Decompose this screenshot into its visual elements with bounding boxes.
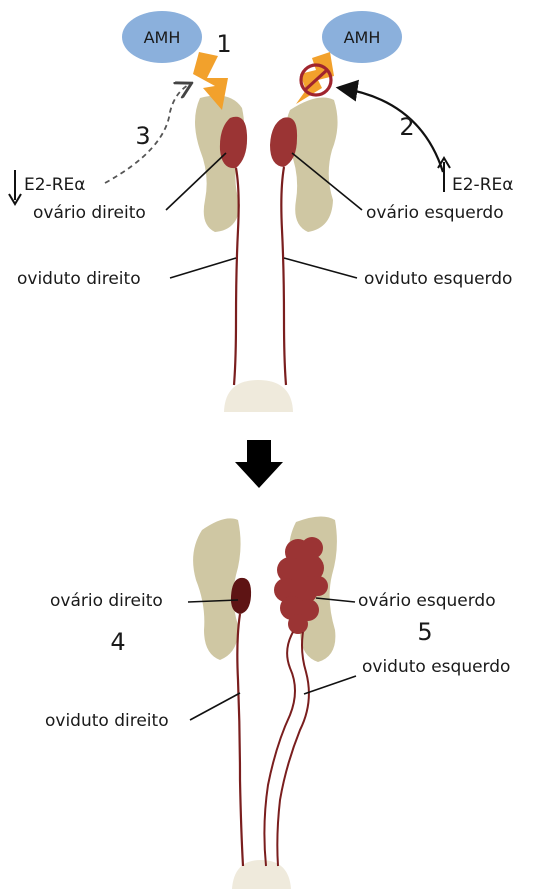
leader-oviduct-left-bottom	[304, 676, 356, 694]
cloaca-bottom	[232, 860, 291, 889]
oviduct-right-bottom	[237, 614, 243, 866]
top-panel: AMH AMH 1 2 3 E2-REα E2-REα	[9, 11, 513, 412]
ovary-right-bottom	[231, 578, 251, 614]
step-number-1: 1	[216, 30, 231, 58]
label-oviduct-left-top: oviduto esquerdo	[364, 269, 512, 289]
amh-label-right: AMH	[344, 28, 381, 47]
label-oviduct-right-bottom: oviduto direito	[45, 711, 169, 731]
label-ovary-left-bottom: ovário esquerdo	[358, 591, 496, 611]
arrow-2	[340, 88, 443, 172]
step-number-3: 3	[135, 122, 150, 150]
leader-oviduct-left-top	[284, 258, 357, 278]
ovary-left-top	[270, 117, 297, 167]
oviduct-left-top	[281, 167, 286, 385]
oviduct-left-bottom-inner	[277, 632, 309, 866]
step-number-4: 4	[110, 628, 125, 656]
label-oviduct-right-top: oviduto direito	[17, 269, 141, 289]
label-ovary-right-top: ovário direito	[33, 203, 146, 223]
step-number-2: 2	[399, 113, 414, 141]
e2-label-left: E2-REα	[24, 175, 85, 195]
e2-down-arrow-icon	[9, 170, 21, 204]
leader-oviduct-right-bottom	[190, 693, 240, 720]
amh-label-left: AMH	[144, 28, 181, 47]
label-ovary-left-top: ovário esquerdo	[366, 203, 504, 223]
mesonephros-left-top	[286, 98, 338, 232]
label-oviduct-left-bottom: oviduto esquerdo	[362, 657, 510, 677]
transition-arrow-icon	[235, 440, 283, 488]
label-ovary-right-bottom: ovário direito	[50, 591, 163, 611]
oviduct-left-bottom-outer	[264, 632, 295, 866]
step-number-5: 5	[417, 618, 432, 646]
e2-label-right: E2-REα	[452, 175, 513, 195]
leader-oviduct-right-top	[170, 258, 236, 278]
e2-up-arrow-icon	[438, 158, 450, 192]
bottom-panel: 4 5 ovário direito ovário esquerdo ovidu…	[45, 516, 510, 889]
